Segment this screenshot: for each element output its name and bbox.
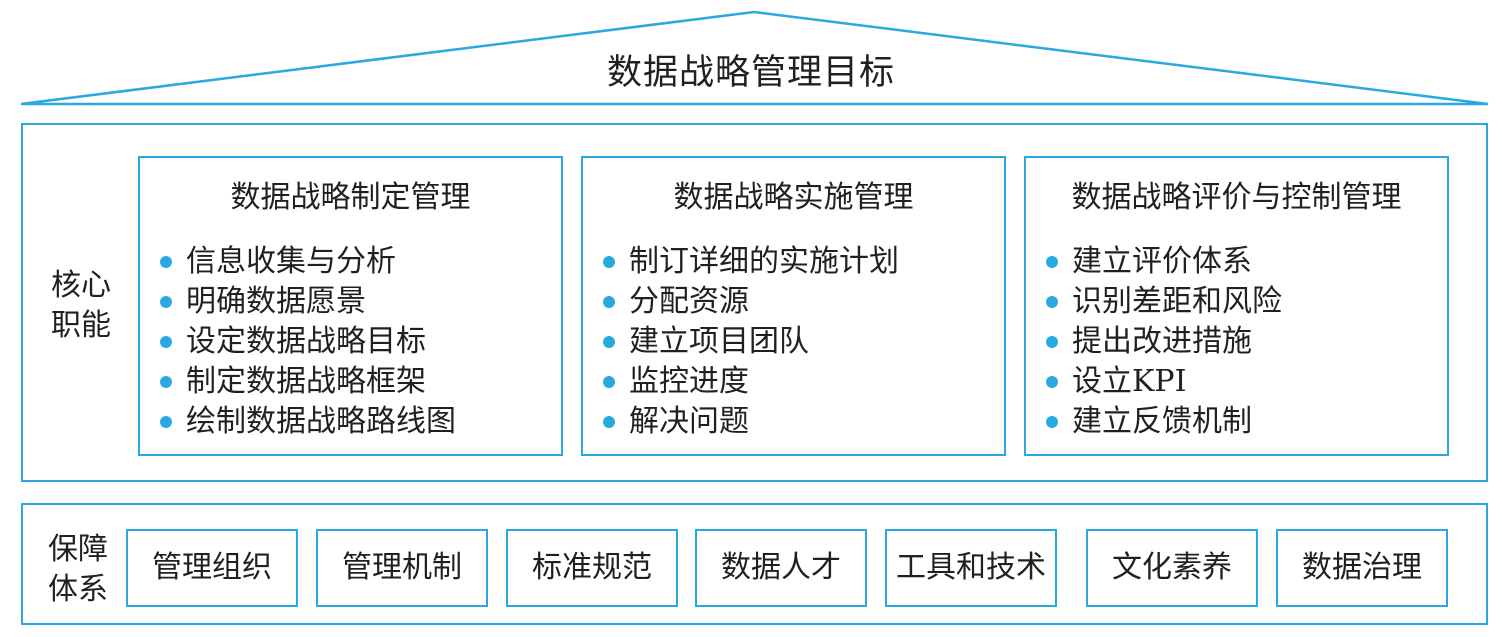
- list-item: 设定数据战略目标: [160, 322, 456, 362]
- bullet-dot-icon: [160, 416, 172, 428]
- bullet-dot-icon: [603, 296, 615, 308]
- strategy-goal-title: 数据战略管理目标: [606, 53, 895, 93]
- list-item: 制定数据战略框架: [160, 362, 456, 402]
- function-list: 信息收集与分析 明确数据愿景 设定数据战略目标 制定数据战略框架 绘制数据战略路…: [160, 242, 456, 442]
- function-list: 制订详细的实施计划 分配资源 建立项目团队 监控进度 解决问题: [603, 242, 899, 442]
- support-item-management-mechanism: 管理机制: [316, 529, 488, 607]
- core-functions-label: 核心 职能: [51, 268, 111, 343]
- bullet-dot-icon: [1046, 336, 1058, 348]
- bullet-dot-icon: [603, 256, 615, 268]
- list-item: 提出改进措施: [1046, 322, 1282, 362]
- bullet-dot-icon: [1046, 296, 1058, 308]
- list-item: 分配资源: [603, 282, 899, 322]
- support-item-culture-literacy: 文化素养: [1086, 529, 1258, 607]
- list-item: 建立反馈机制: [1046, 402, 1282, 442]
- bullet-dot-icon: [1046, 376, 1058, 388]
- strategy-evaluation-control-box: 数据战略评价与控制管理 建立评价体系 识别差距和风险 提出改进措施 设立KPI …: [1024, 156, 1449, 456]
- list-item: 建立项目团队: [603, 322, 899, 362]
- bullet-dot-icon: [160, 296, 172, 308]
- bullet-dot-icon: [160, 376, 172, 388]
- list-item: 建立评价体系: [1046, 242, 1282, 282]
- bullet-dot-icon: [1046, 256, 1058, 268]
- box-title: 数据战略制定管理: [230, 180, 471, 215]
- list-item: 制订详细的实施计划: [603, 242, 899, 282]
- support-item-standards: 标准规范: [506, 529, 678, 607]
- bullet-dot-icon: [160, 256, 172, 268]
- bullet-dot-icon: [1046, 416, 1058, 428]
- list-item: 解决问题: [603, 402, 899, 442]
- core-functions-frame: [21, 123, 1488, 482]
- support-system-frame: [21, 503, 1488, 625]
- support-system-label: 保障 体系: [48, 532, 108, 607]
- strategy-formulation-box: 数据战略制定管理 信息收集与分析 明确数据愿景 设定数据战略目标 制定数据战略框…: [138, 156, 563, 456]
- list-item: 识别差距和风险: [1046, 282, 1282, 322]
- support-item-tools-technology: 工具和技术: [885, 529, 1057, 607]
- list-item: 绘制数据战略路线图: [160, 402, 456, 442]
- box-title: 数据战略实施管理: [673, 180, 914, 215]
- bullet-dot-icon: [603, 416, 615, 428]
- bullet-dot-icon: [603, 336, 615, 348]
- support-item-data-talent: 数据人才: [695, 529, 867, 607]
- strategy-implementation-box: 数据战略实施管理 制订详细的实施计划 分配资源 建立项目团队 监控进度 解决问题: [581, 156, 1006, 456]
- roof-triangle: [20, 10, 1489, 106]
- list-item: 信息收集与分析: [160, 242, 456, 282]
- box-title: 数据战略评价与控制管理: [1071, 180, 1402, 215]
- support-item-data-governance: 数据治理: [1276, 529, 1448, 607]
- bullet-dot-icon: [603, 376, 615, 388]
- list-item: 明确数据愿景: [160, 282, 456, 322]
- support-item-management-organization: 管理组织: [126, 529, 298, 607]
- function-list: 建立评价体系 识别差距和风险 提出改进措施 设立KPI 建立反馈机制: [1046, 242, 1282, 442]
- list-item: 设立KPI: [1046, 362, 1282, 402]
- list-item: 监控进度: [603, 362, 899, 402]
- bullet-dot-icon: [160, 336, 172, 348]
